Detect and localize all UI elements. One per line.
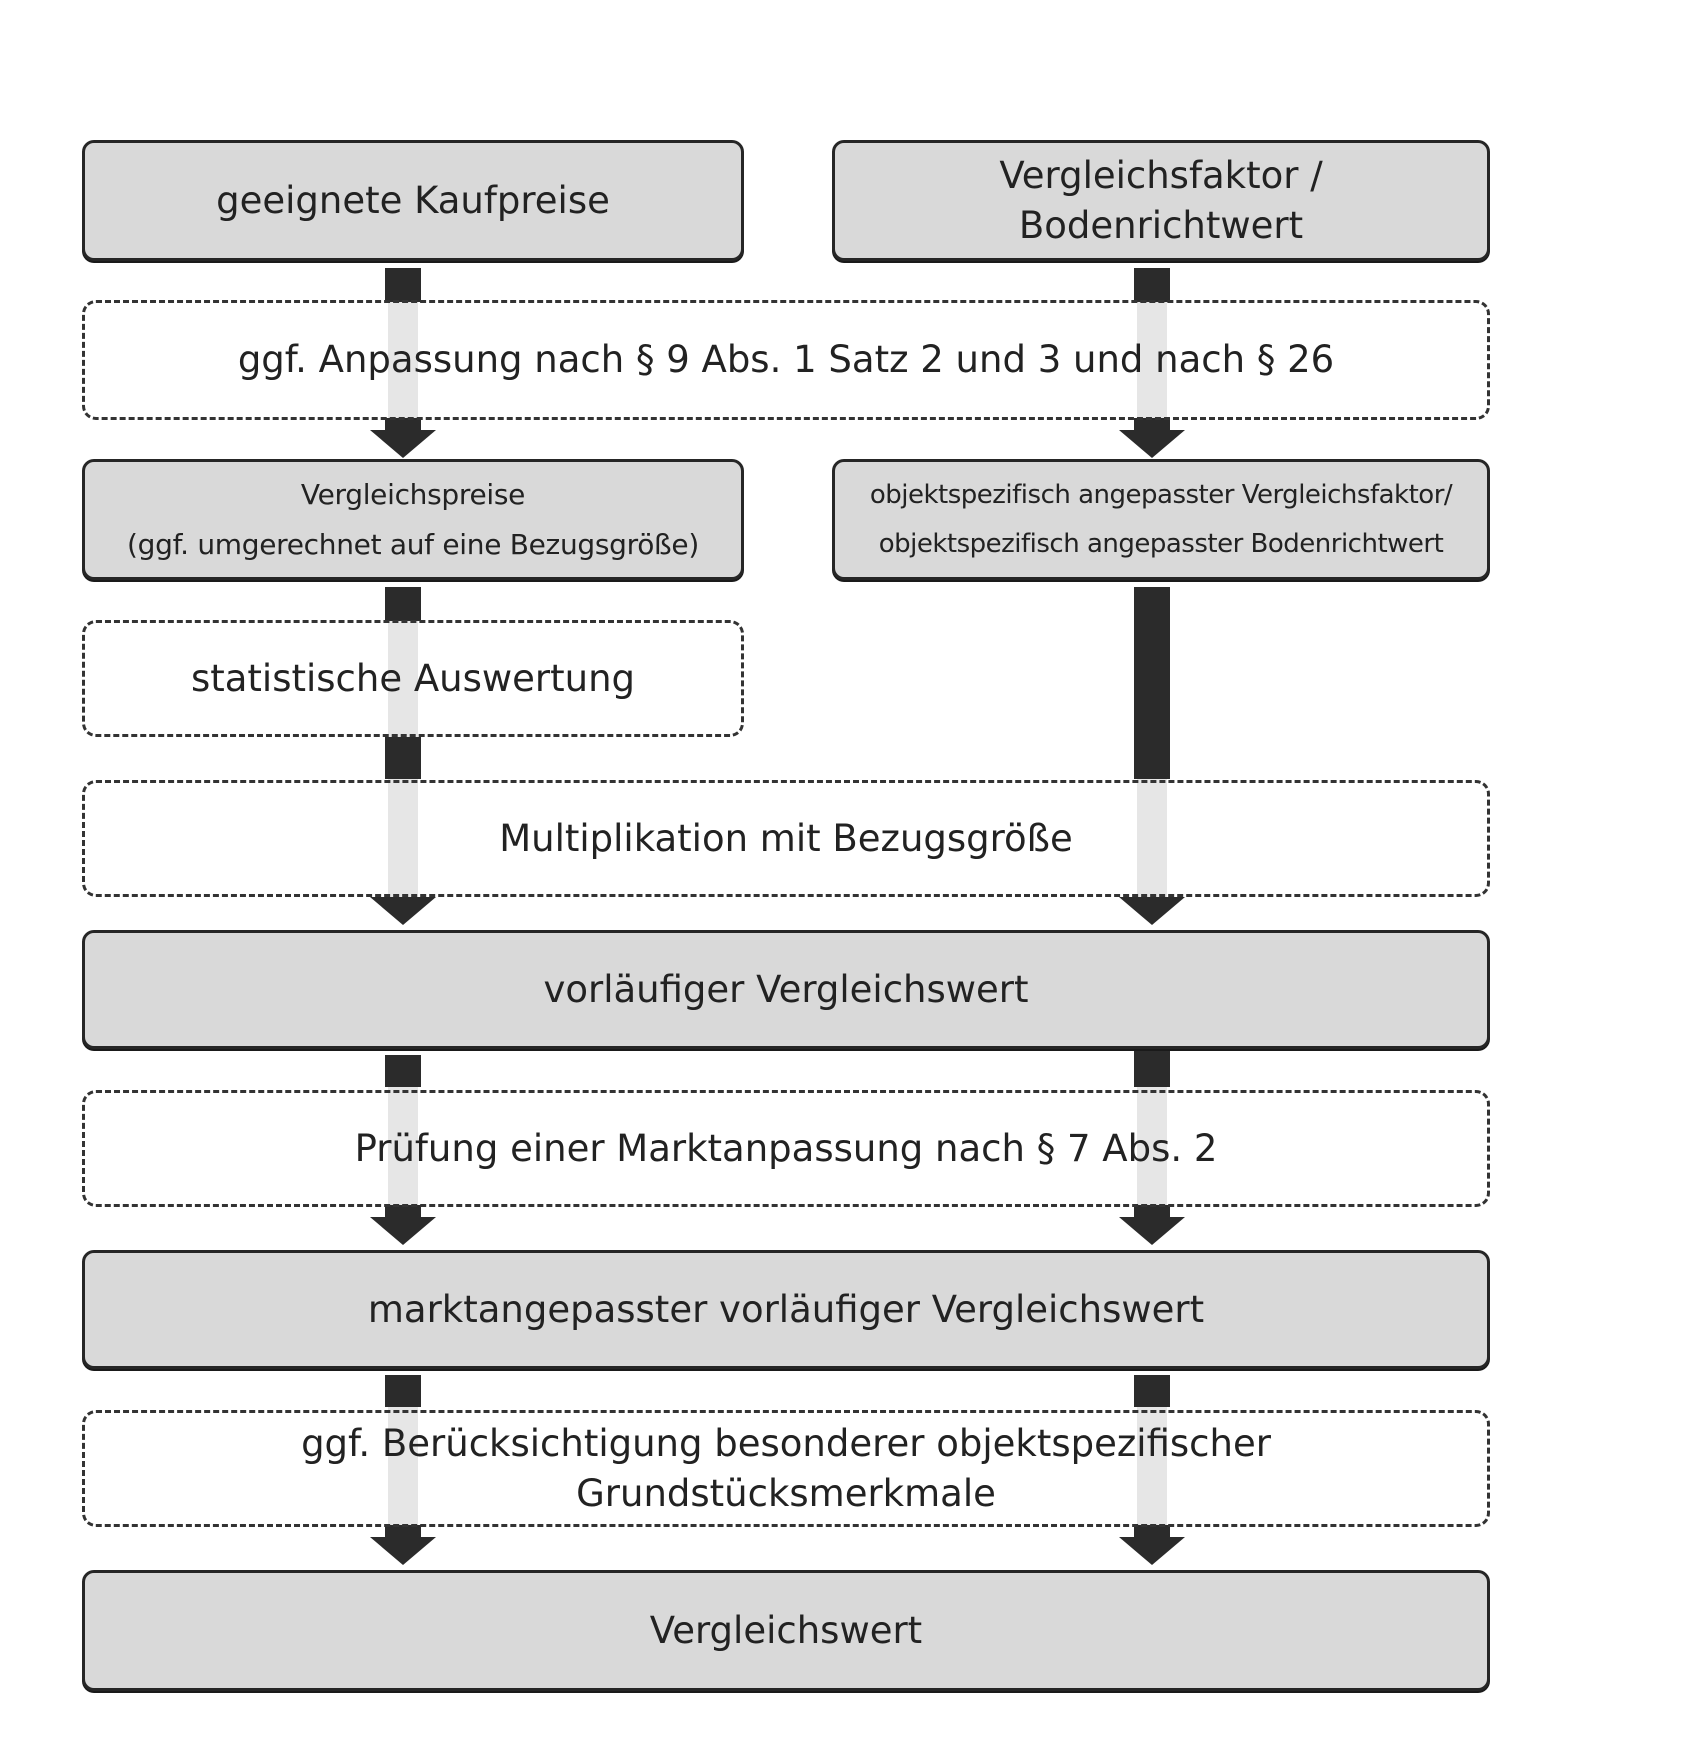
arrow-kaufpreise-to-vergleichspreise <box>370 268 436 458</box>
step-anpassung-label: ggf. Anpassung nach § 9 Abs. 1 Satz 2 un… <box>237 338 1335 381</box>
arrow-statistik-to-vorlaeufig <box>370 737 436 925</box>
step-statistische-auswertung: statistische Auswertung <box>82 620 744 737</box>
step-multiplikation-label: Multiplikation mit Bezugsgröße <box>499 816 1073 860</box>
arrow-vorlaeufig-to-marktangepasst-left <box>370 1055 436 1245</box>
box-marktangepasster-vergleichswert: marktangepasster vorläufiger Vergleichsw… <box>82 1250 1490 1369</box>
step-beruecksichtigung-line-1: ggf. Berücksichtigung besonderer objekts… <box>301 1421 1271 1465</box>
arrow-marktangepasst-to-vergleichswert-right <box>1119 1375 1185 1565</box>
box-objektspezifisch: objektspezifisch angepasster Vergleichsf… <box>832 459 1490 580</box>
arrow-vorlaeufig-to-marktangepasst-right <box>1119 1051 1185 1245</box>
step-beruecksichtigung: ggf. Berücksichtigung besonderer objekts… <box>82 1410 1490 1527</box>
box-vorlaeufiger-vergleichswert: vorläufiger Vergleichswert <box>82 930 1490 1049</box>
step-statistische-auswertung-label: statistische Auswertung <box>190 656 636 700</box>
box-vergleichsfaktor-line-1: Vergleichsfaktor / <box>999 153 1323 197</box>
arrow-marktangepasst-to-vergleichswert-left <box>370 1375 436 1565</box>
box-geeignete-kaufpreise: geeignete Kaufpreise <box>82 140 744 261</box>
box-vergleichsfaktor-line-2: Bodenrichtwert <box>1018 203 1304 247</box>
box-vergleichspreise: Vergleichspreise (ggf. umgerechnet auf e… <box>82 459 744 580</box>
arrow-objektspezifisch-to-vorlaeufig <box>1119 587 1185 925</box>
step-beruecksichtigung-line-2: Grundstücksmerkmale <box>576 1471 996 1515</box>
box-objektspezifisch-line-2: objektspezifisch angepasster Bodenrichtw… <box>878 528 1444 559</box>
step-pruefung-marktanpassung: Prüfung einer Marktanpassung nach § 7 Ab… <box>82 1090 1490 1207</box>
arrow-vergleichsfaktor-to-objektspezifisch <box>1119 268 1185 458</box>
box-objektspezifisch-line-1: objektspezifisch angepasster Vergleichsf… <box>869 479 1453 510</box>
box-vergleichspreise-line-1: Vergleichspreise <box>300 477 526 511</box>
box-vergleichspreise-line-2: (ggf. umgerechnet auf eine Bezugsgröße) <box>127 527 699 561</box>
box-vorlaeufiger-vergleichswert-label: vorläufiger Vergleichswert <box>543 967 1029 1011</box>
box-marktangepasster-vergleichswert-label: marktangepasster vorläufiger Vergleichsw… <box>367 1287 1205 1331</box>
step-pruefung-marktanpassung-label: Prüfung einer Marktanpassung nach § 7 Ab… <box>354 1126 1218 1170</box>
box-geeignete-kaufpreise-label: geeignete Kaufpreise <box>216 178 610 222</box>
step-multiplikation: Multiplikation mit Bezugsgröße <box>82 780 1490 897</box>
step-anpassung: ggf. Anpassung nach § 9 Abs. 1 Satz 2 un… <box>82 300 1490 420</box>
box-vergleichswert-label: Vergleichswert <box>649 1608 923 1652</box>
box-vergleichsfaktor-bodenrichtwert: Vergleichsfaktor / Bodenrichtwert <box>832 140 1490 261</box>
arrow-vergleichspreise-to-statistik <box>385 587 421 739</box>
box-vergleichswert: Vergleichswert <box>82 1570 1490 1691</box>
